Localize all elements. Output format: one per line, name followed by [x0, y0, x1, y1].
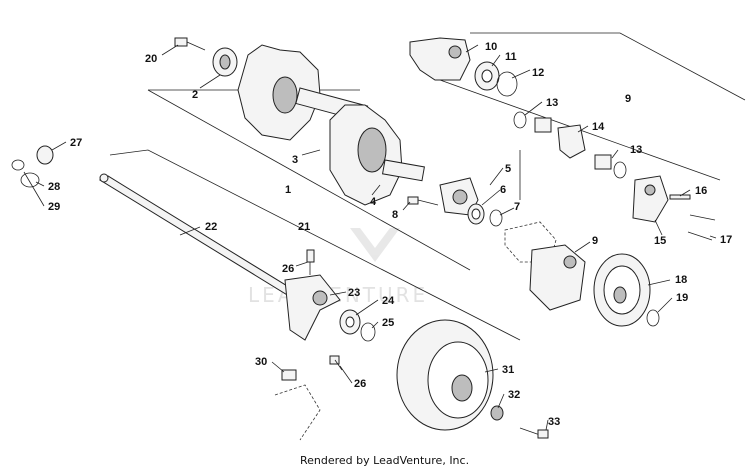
frame-outline — [274, 384, 321, 441]
ring-7 — [489, 209, 503, 227]
drive-sprocket-4 — [329, 104, 425, 206]
bushing-27 — [36, 145, 54, 165]
bolt-20 — [174, 37, 206, 51]
callout-6: 6 — [500, 184, 506, 196]
bolt-33 — [519, 427, 549, 439]
bolt-8 — [407, 196, 439, 206]
driven-clutch-18 — [593, 253, 651, 327]
callout-23: 23 — [348, 287, 360, 299]
watermark: LEADVENTURE — [248, 228, 425, 307]
washer-32 — [490, 405, 504, 421]
gear-13-b — [594, 154, 612, 170]
callout-14: 14 — [592, 121, 605, 133]
drive-clutch-31 — [396, 319, 494, 431]
callout-19: 19 — [676, 292, 688, 304]
shaft-22 — [98, 173, 312, 305]
callout-18: 18 — [675, 274, 687, 286]
callout-7: 7 — [514, 201, 520, 213]
callout-13-lower: 13 — [630, 144, 642, 156]
group-lines — [109, 32, 746, 341]
callout-16: 16 — [695, 185, 707, 197]
callouts: 1 2 3 4 5 6 7 8 9 9 10 11 12 13 14 13 15… — [48, 41, 732, 428]
callout-1: 1 — [285, 184, 291, 196]
ring-13-c — [613, 161, 627, 179]
chaincase-housing-9-upper — [409, 37, 471, 81]
callout-28: 28 — [48, 181, 60, 193]
callout-3: 3 — [292, 154, 298, 166]
callout-22: 22 — [205, 221, 217, 233]
callout-21: 21 — [298, 221, 310, 233]
callout-4: 4 — [370, 196, 377, 208]
callout-30: 30 — [255, 356, 267, 368]
sprocket-gear-13 — [534, 117, 552, 133]
bolt-26-upper — [306, 249, 315, 275]
ring-13-a — [513, 111, 527, 129]
clip-30 — [281, 369, 297, 381]
callout-24: 24 — [382, 295, 395, 307]
callout-13-upper: 13 — [546, 97, 558, 109]
callout-5: 5 — [505, 163, 511, 175]
pin-16 — [669, 194, 691, 200]
chaincase-housing-9-lower — [529, 244, 586, 311]
callout-25: 25 — [382, 317, 394, 329]
leader-lines — [23, 44, 717, 431]
bearing-6 — [467, 203, 485, 225]
bearing-flange-5 — [439, 177, 479, 216]
tensioner-14 — [557, 124, 586, 159]
seal-2 — [212, 47, 238, 77]
callout-27: 27 — [70, 137, 82, 149]
callout-8: 8 — [392, 209, 398, 221]
ring-29 — [11, 159, 25, 171]
callout-29: 29 — [48, 201, 60, 213]
callout-12: 12 — [532, 67, 544, 79]
bearing-24 — [339, 309, 361, 335]
callout-9-upper: 9 — [625, 93, 631, 105]
ring-25 — [360, 322, 376, 342]
callout-26-lower: 26 — [354, 378, 366, 390]
bracket-23 — [284, 274, 341, 341]
callout-2: 2 — [192, 89, 198, 101]
callout-31: 31 — [502, 364, 514, 376]
callout-9-lower: 9 — [592, 235, 598, 247]
callout-17: 17 — [720, 234, 732, 246]
washer-28 — [20, 172, 40, 188]
cover-15 — [632, 175, 669, 223]
bolts-17 — [687, 214, 716, 241]
callout-10: 10 — [485, 41, 497, 53]
drive-sprocket-3 — [237, 44, 369, 141]
callout-33: 33 — [548, 416, 560, 428]
ring-11 — [496, 71, 518, 97]
credit-text: Rendered by LeadVenture, Inc. — [300, 454, 469, 467]
bearing-10 — [474, 61, 500, 91]
callout-15: 15 — [654, 235, 666, 247]
ring-19 — [646, 309, 660, 327]
bolt-26-lower — [329, 355, 343, 371]
callout-11: 11 — [505, 51, 517, 63]
callout-32: 32 — [508, 389, 520, 401]
callout-26-upper: 26 — [282, 263, 294, 275]
callout-20: 20 — [145, 53, 157, 65]
